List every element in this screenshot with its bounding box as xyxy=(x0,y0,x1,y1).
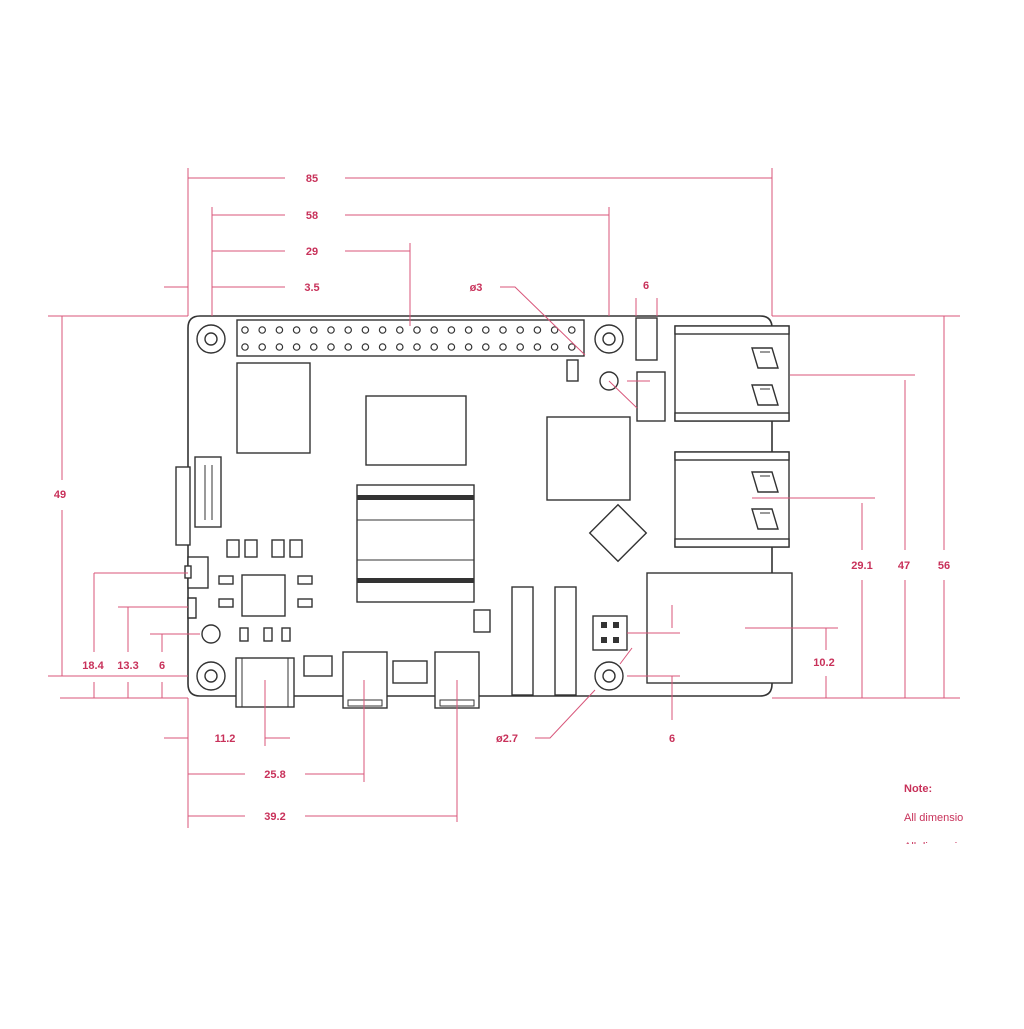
gpio-pin xyxy=(499,343,507,351)
gpio-pin xyxy=(447,326,456,334)
mounting-hole-bottom-right xyxy=(594,661,624,691)
gpio-pin xyxy=(567,343,576,351)
gpio-pin xyxy=(292,326,301,334)
gpio-pin xyxy=(430,343,439,351)
mounting-hole-bottom-left xyxy=(196,661,226,691)
dim-hole-offset: 3.5 xyxy=(304,282,319,294)
passive-components xyxy=(218,539,313,642)
gpio-pin xyxy=(309,343,318,351)
dim-usb-upper-offset: 47 xyxy=(898,560,910,572)
rtc-connector xyxy=(473,609,491,633)
csi-ribbon-connector xyxy=(194,456,222,528)
power-button xyxy=(187,597,197,619)
gpio-pin xyxy=(447,343,456,351)
dim-usbc-offset: 11.2 xyxy=(215,733,236,745)
dim-board-width: 85 xyxy=(306,173,318,185)
note-title: Note: xyxy=(904,783,932,795)
dim-gpio-span: 58 xyxy=(306,210,318,222)
dim-hdmi1-offset: 39.2 xyxy=(264,811,285,823)
fan-connector xyxy=(635,317,658,361)
note-line-1: All dimensio xyxy=(904,812,963,824)
gpio-pin xyxy=(292,343,301,351)
gpio-pin xyxy=(361,326,370,334)
usb-controller-chip xyxy=(546,416,631,501)
dim-hdmi0-offset: 25.8 xyxy=(264,769,285,781)
gpio-pin xyxy=(567,326,576,334)
gpio-header xyxy=(236,319,585,357)
gpio-pin xyxy=(481,343,490,351)
dim-eth-offset: 10.2 xyxy=(813,657,834,669)
wireless-chip xyxy=(365,395,467,466)
dim-audio-offset: 13.3 xyxy=(117,660,138,672)
note-cutoff-mask xyxy=(900,844,990,856)
gpio-pin xyxy=(241,343,249,351)
gpio-pin xyxy=(344,343,353,351)
dim-hole-diameter: ø3 xyxy=(470,282,483,294)
gpio-pin xyxy=(533,326,542,334)
gpio-pin xyxy=(550,326,559,334)
gpio-pin xyxy=(395,326,404,334)
gpio-pin xyxy=(275,326,284,334)
dimension-labels: 85 58 29 3.5 ø3 6 49 18.4 13.3 6 11.2 25… xyxy=(54,173,950,823)
sd-card-slot xyxy=(175,466,191,546)
power-connector xyxy=(636,371,666,422)
middle-connector xyxy=(392,660,428,684)
mounting-hole-top-left xyxy=(196,324,226,354)
ram-chip xyxy=(236,362,311,454)
reset-point xyxy=(201,624,221,644)
gpio-pin xyxy=(258,343,267,351)
gpio-pin xyxy=(241,326,249,334)
gpio-pin xyxy=(430,326,439,334)
gpio-pin xyxy=(327,343,335,351)
gpio-pin xyxy=(413,343,421,351)
gpio-pin xyxy=(516,343,525,351)
dim-hole-spacing-top: 6 xyxy=(643,280,649,292)
usb-port-lower xyxy=(674,451,790,548)
gpio-pin xyxy=(533,343,542,351)
camera-connector xyxy=(554,586,577,696)
poe-header xyxy=(592,615,628,651)
gpio-pin xyxy=(309,326,318,334)
mounting-hole-top-right xyxy=(594,324,624,354)
small-connector xyxy=(303,655,333,677)
dimension-lines xyxy=(48,168,960,828)
dim-csi-offset: 18.4 xyxy=(82,660,104,672)
note-block: Note: All dimensio All dimensio xyxy=(900,783,990,856)
gpio-pin xyxy=(258,326,267,334)
gpio-pin xyxy=(499,326,507,334)
gpio-pin xyxy=(464,343,473,351)
gpio-pin xyxy=(378,343,387,351)
dim-gpio-center: 29 xyxy=(306,246,318,258)
dim-usb-lower-offset: 29.1 xyxy=(851,560,872,572)
micro-hdmi-port-0 xyxy=(342,651,388,709)
gpio-pin xyxy=(550,343,559,351)
dim-total-height: 56 xyxy=(938,560,950,572)
dim-hole-spacing-bottom: 6 xyxy=(669,733,675,745)
dim-board-height: 49 xyxy=(54,489,66,501)
gpio-pin xyxy=(413,326,421,334)
gpio-pin xyxy=(481,326,490,334)
display-connector xyxy=(511,586,534,696)
dim-hole-diameter-small: ø2.7 xyxy=(496,733,518,745)
ethernet-controller-chip xyxy=(588,503,648,563)
led-component xyxy=(566,359,579,382)
gpio-pin xyxy=(327,326,335,334)
gpio-pin xyxy=(378,326,387,334)
processor-heatsink xyxy=(356,484,475,603)
gpio-pin xyxy=(395,343,404,351)
gpio-pins xyxy=(241,326,576,351)
gpio-pin xyxy=(516,326,525,334)
gpio-pin xyxy=(275,343,284,351)
dim-hole-offset-left: 6 xyxy=(159,660,165,672)
audio-jack-pin xyxy=(184,565,192,579)
board-outline xyxy=(187,315,773,697)
usb-port-upper xyxy=(674,325,790,422)
gpio-pin xyxy=(344,326,353,334)
gpio-pin xyxy=(361,343,370,351)
gpio-pin xyxy=(464,326,473,334)
